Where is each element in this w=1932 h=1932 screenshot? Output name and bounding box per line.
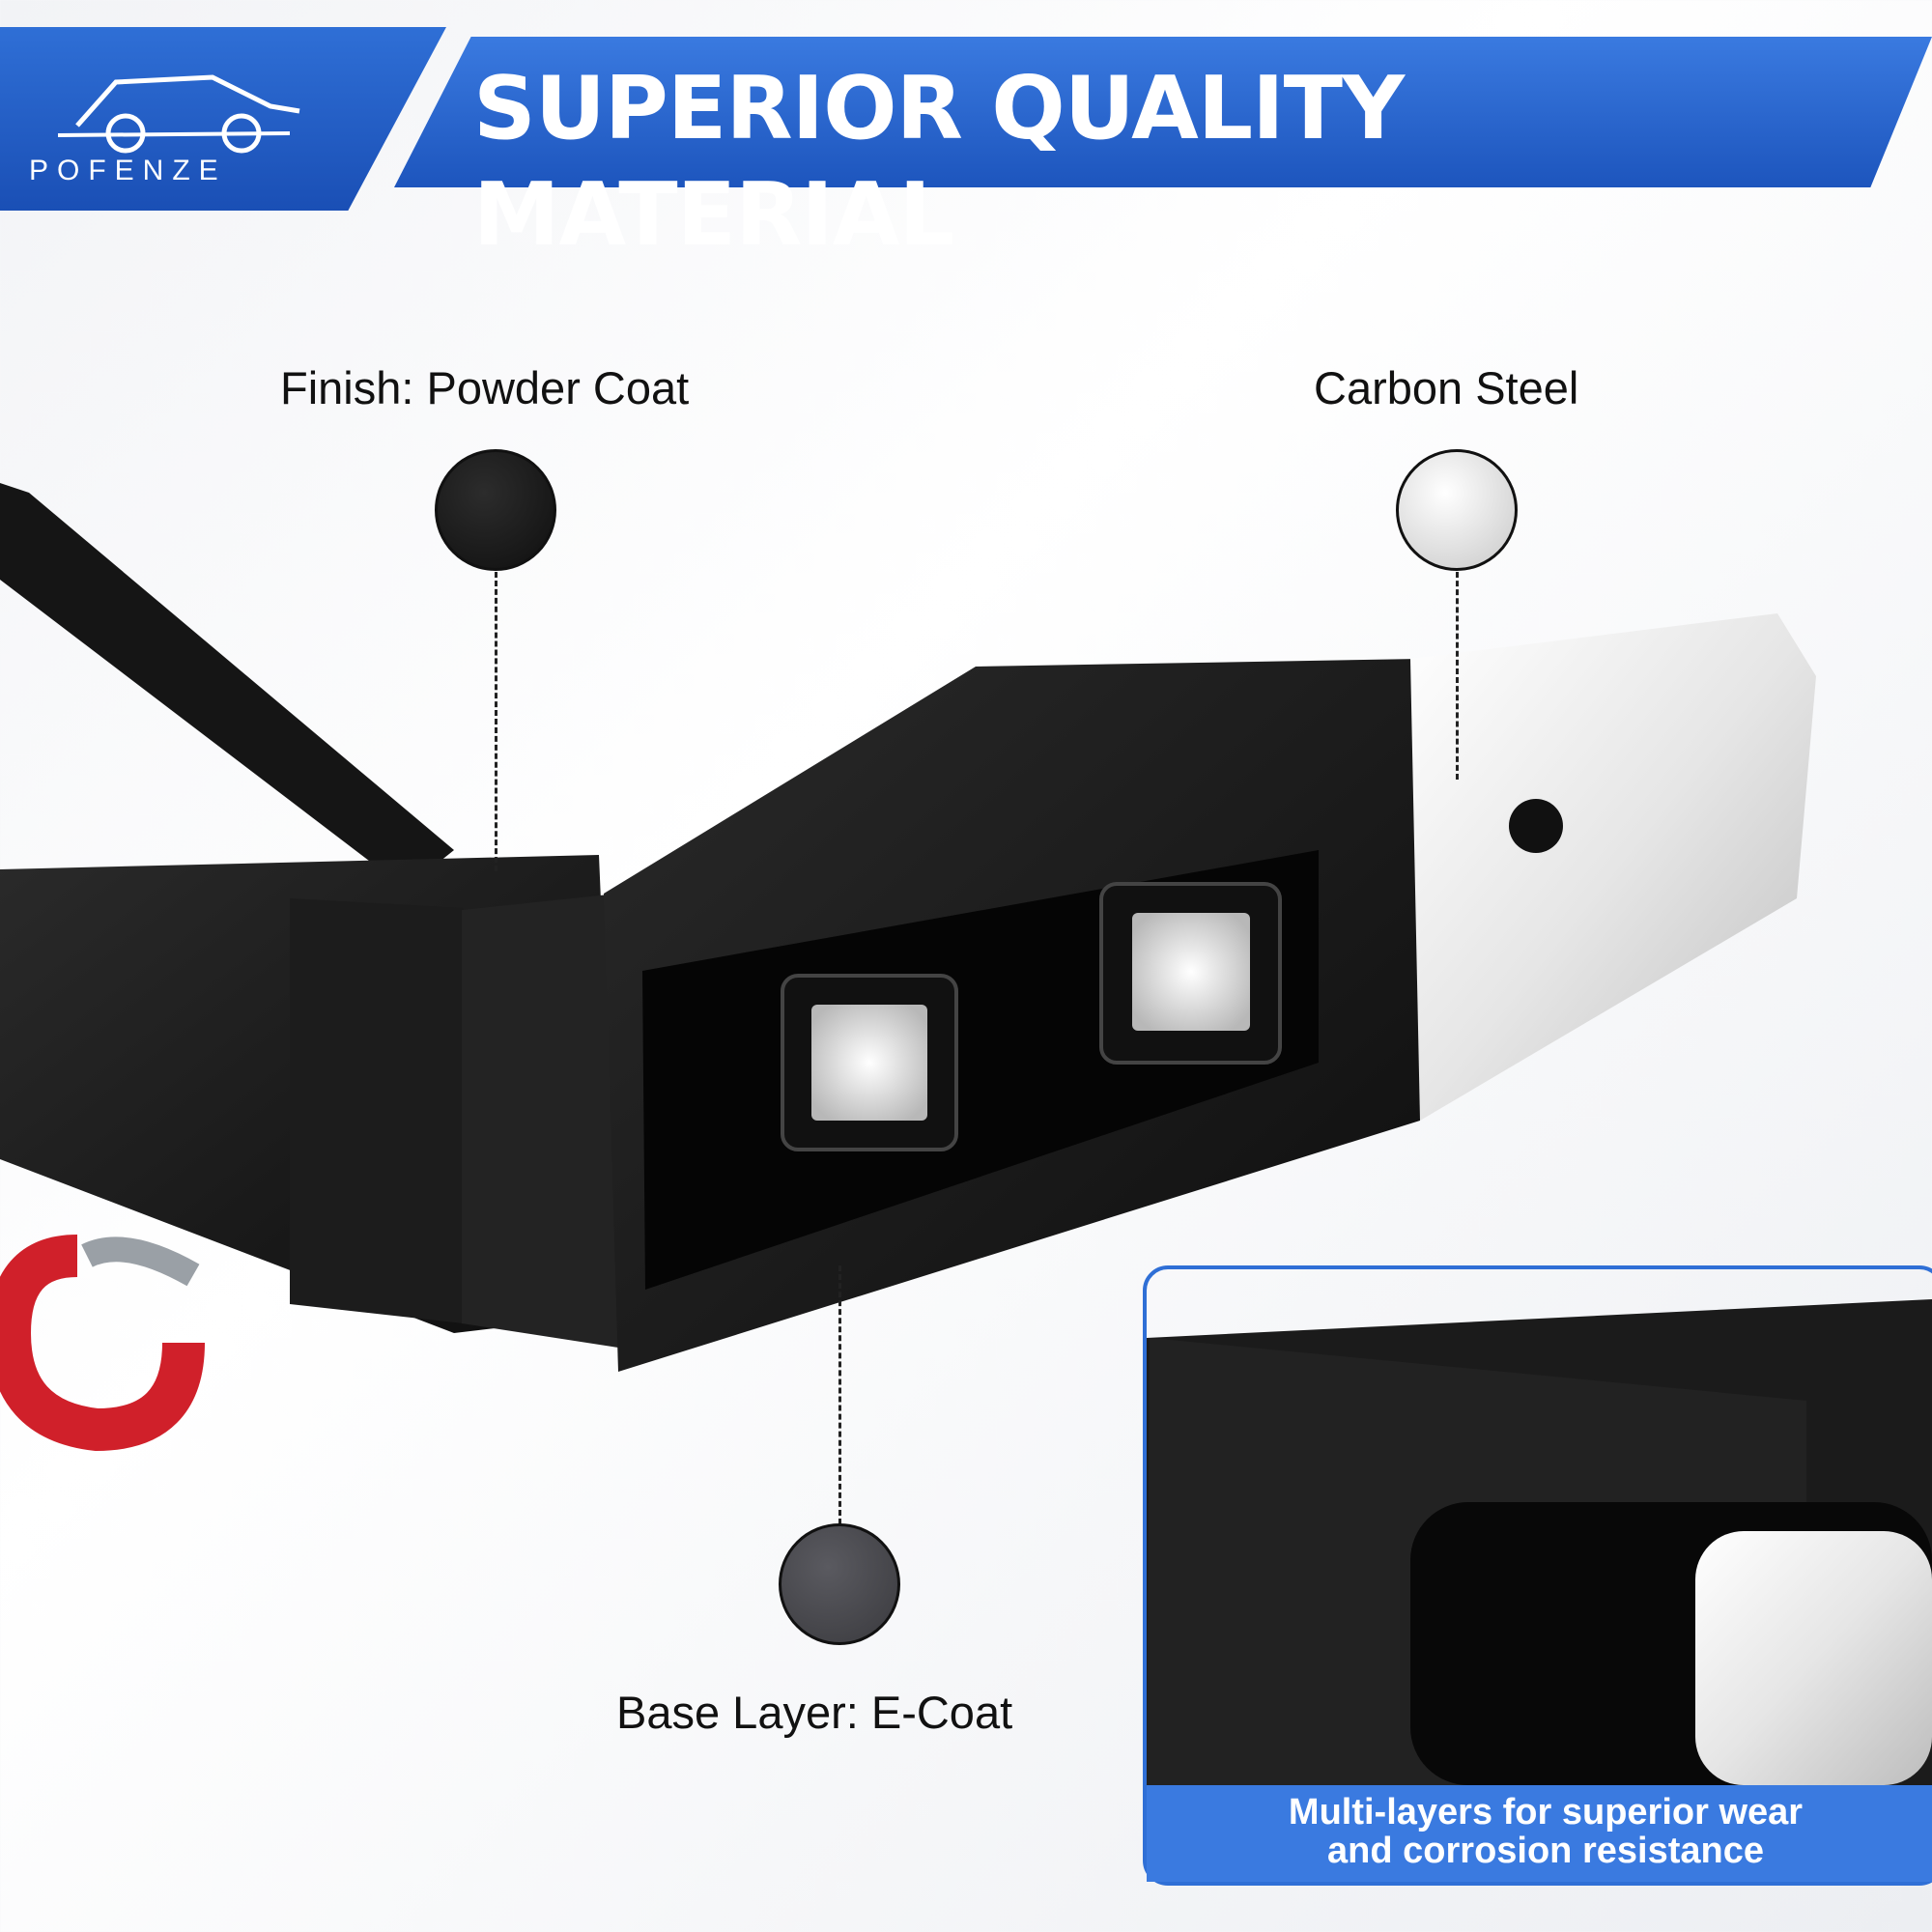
leader-line-finish	[495, 572, 497, 871]
d-ring-shackle	[0, 1235, 205, 1452]
inset-caption: Multi-layers for superior wear and corro…	[1159, 1793, 1932, 1870]
title-banner	[394, 37, 1932, 187]
frame-arm	[0, 483, 454, 889]
leader-line-base	[838, 1265, 841, 1524]
swatch-powder-coat	[435, 449, 556, 571]
inset-frame	[1143, 1265, 1932, 1886]
steel-end-cap	[1410, 613, 1816, 1121]
end-cap-bolt	[1509, 799, 1563, 853]
brand-name: POFENZE	[29, 155, 227, 186]
label-base-layer: Base Layer: E-Coat	[616, 1687, 1013, 1738]
inset-caption-band	[1147, 1785, 1932, 1882]
swatch-e-coat	[779, 1523, 900, 1645]
swatch-carbon-steel	[1396, 449, 1518, 571]
car-logo-icon	[57, 74, 300, 154]
inset-caption-line-1: Multi-layers for superior wear	[1288, 1792, 1804, 1833]
inset-material-layers	[1147, 1299, 1932, 1785]
page-title: SUPERIOR QUALITY MATERIAL	[473, 58, 1405, 266]
label-finish: Finish: Powder Coat	[280, 362, 690, 413]
leader-line-steel	[1456, 572, 1459, 780]
label-carbon-steel: Carbon Steel	[1314, 362, 1579, 413]
inset-caption-line-2: and corrosion resistance	[1327, 1831, 1764, 1871]
